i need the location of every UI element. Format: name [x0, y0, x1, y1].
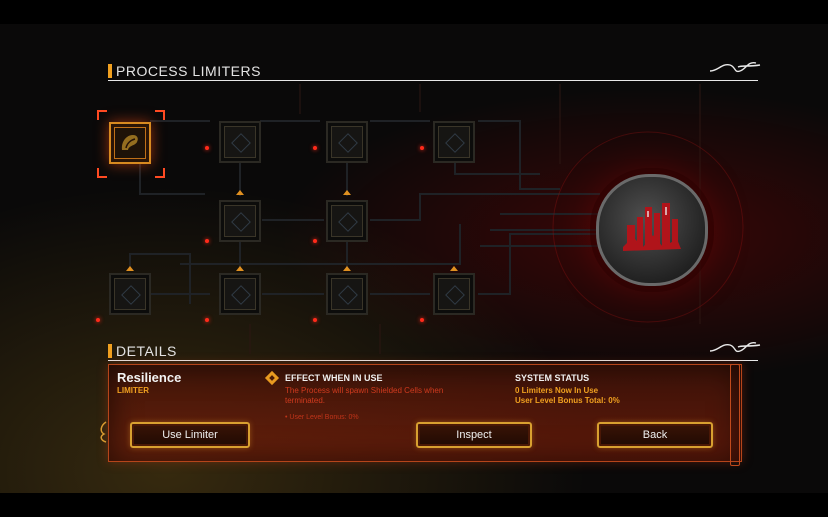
locked-limiter-icon [338, 285, 358, 305]
locked-limiter-icon [121, 285, 141, 305]
connection-arrow-icon [236, 190, 244, 195]
status-dot [313, 318, 317, 322]
details-title: DETAILS [116, 343, 177, 359]
status-dot [205, 239, 209, 243]
system-status-title: SYSTEM STATUS [515, 373, 590, 383]
panel-frame-right [730, 364, 740, 466]
selection-corner [97, 110, 107, 120]
header-accent-bar [108, 64, 112, 78]
process-core [596, 174, 708, 286]
connection-arrow-icon [343, 266, 351, 271]
limiter-node-locked[interactable] [219, 121, 261, 163]
status-dot [313, 146, 317, 150]
back-button[interactable]: Back [597, 422, 713, 448]
process-limiters-title: PROCESS LIMITERS [116, 63, 261, 79]
limiter-name: Resilience [117, 370, 182, 385]
limiter-node-resilience[interactable] [109, 122, 151, 164]
limiter-node-locked[interactable] [219, 200, 261, 242]
status-dot [205, 318, 209, 322]
connection-arrow-icon [236, 266, 244, 271]
locked-limiter-icon [231, 133, 251, 153]
locked-limiter-icon [338, 212, 358, 232]
effect-description: The Process will spawn Shielded Cells wh… [285, 386, 444, 405]
letterbox-top [0, 0, 828, 24]
header-flourish-icon [708, 339, 762, 358]
status-dot [420, 318, 424, 322]
connection-arrow-icon [126, 266, 134, 271]
selection-corner [155, 110, 165, 120]
panel-ornament-left [98, 420, 108, 444]
limiter-node-locked[interactable] [219, 273, 261, 315]
process-limiters-header: PROCESS LIMITERS [108, 61, 761, 81]
status-dot [205, 146, 209, 150]
limiters-in-use: 0 Limiters Now In Use [515, 386, 599, 395]
effect-bonus: • User Level Bonus: 0% [285, 414, 359, 421]
selection-corner [155, 168, 165, 178]
status-dot [96, 318, 100, 322]
process-core-icon [623, 203, 681, 251]
header-accent-bar [108, 344, 112, 358]
locked-limiter-icon [231, 212, 251, 232]
selection-corner [97, 168, 107, 178]
resilience-limiter-icon [117, 130, 143, 156]
header-flourish-icon [708, 59, 762, 78]
effect-title: EFFECT WHEN IN USE [285, 373, 383, 383]
limiter-node-locked[interactable] [433, 273, 475, 315]
inspect-button[interactable]: Inspect [416, 422, 532, 448]
status-dot [420, 146, 424, 150]
limiter-node-locked[interactable] [326, 273, 368, 315]
connection-arrow-icon [343, 190, 351, 195]
locked-limiter-icon [338, 133, 358, 153]
connection-arrow-icon [450, 266, 458, 271]
status-dot [313, 239, 317, 243]
details-header: DETAILS [108, 341, 761, 361]
bonus-total: User Level Bonus Total: 0% [515, 396, 620, 405]
limiter-type: LIMITER [117, 386, 149, 395]
limiter-node-locked[interactable] [326, 200, 368, 242]
locked-limiter-icon [445, 133, 465, 153]
circuit-lines [129, 84, 744, 354]
limiter-node-locked[interactable] [433, 121, 475, 163]
use-limiter-button[interactable]: Use Limiter [130, 422, 250, 448]
effect-diamond-icon [264, 370, 280, 386]
locked-limiter-icon [445, 285, 465, 305]
limiters-screen: PROCESS LIMITERS [0, 24, 828, 493]
letterbox-bottom [0, 493, 828, 517]
locked-limiter-icon [231, 285, 251, 305]
limiter-node-locked[interactable] [326, 121, 368, 163]
limiter-node-locked[interactable] [109, 273, 151, 315]
